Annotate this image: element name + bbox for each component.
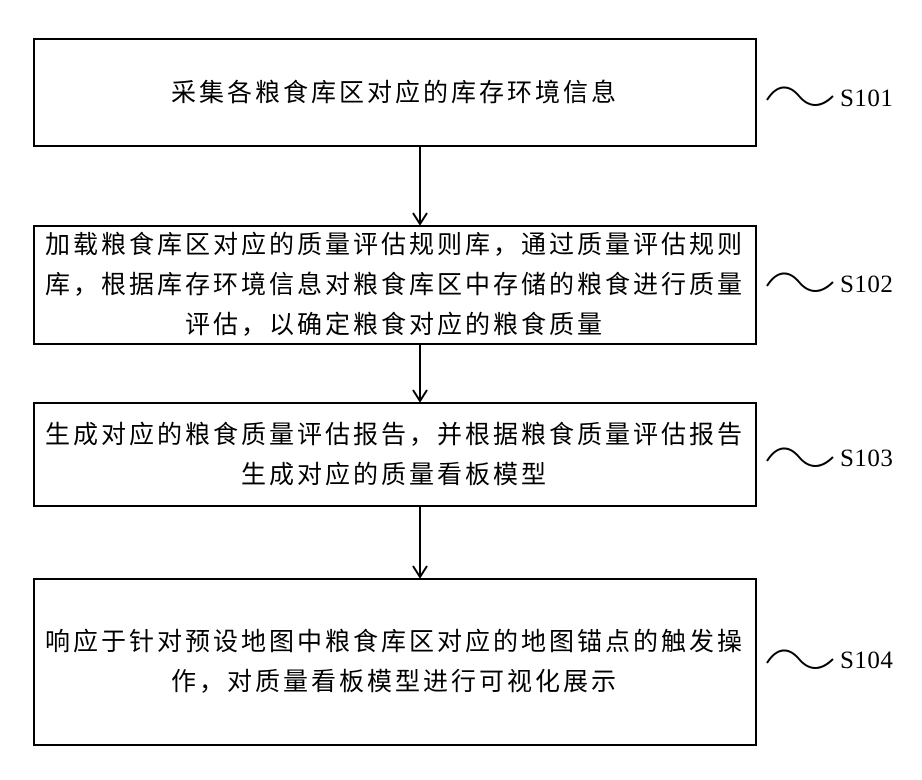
step-box-s103: 生成对应的粮食质量评估报告，并根据粮食质量评估报告生成对应的质量看板模型 [33, 402, 757, 507]
leader-tilde-s103 [765, 443, 835, 473]
flow-arrow-2 [400, 345, 440, 402]
step-text-s103: 生成对应的粮食质量评估报告，并根据粮食质量评估报告生成对应的质量看板模型 [35, 415, 755, 495]
step-box-s102: 加载粮食库区对应的质量评估规则库，通过质量评估规则库，根据库存环境信息对粮食库区… [33, 225, 757, 345]
leader-tilde-s104 [765, 645, 835, 675]
step-text-s101: 采集各粮食库区对应的库存环境信息 [161, 73, 629, 113]
leader-tilde-s102 [765, 268, 835, 298]
flow-arrow-3 [400, 507, 440, 578]
step-text-s102: 加载粮食库区对应的质量评估规则库，通过质量评估规则库，根据库存环境信息对粮食库区… [35, 225, 755, 345]
flow-arrow-1 [400, 147, 440, 225]
step-label-s104: S104 [840, 646, 893, 676]
leader-tilde-s101 [765, 82, 835, 112]
step-label-s103: S103 [840, 444, 893, 474]
step-label-s102: S102 [840, 270, 893, 300]
step-box-s101: 采集各粮食库区对应的库存环境信息 [33, 38, 757, 147]
step-box-s104: 响应于针对预设地图中粮食库区对应的地图锚点的触发操作，对质量看板模型进行可视化展… [33, 578, 757, 746]
step-text-s104: 响应于针对预设地图中粮食库区对应的地图锚点的触发操作，对质量看板模型进行可视化展… [35, 622, 755, 702]
step-label-s101: S101 [840, 84, 893, 114]
